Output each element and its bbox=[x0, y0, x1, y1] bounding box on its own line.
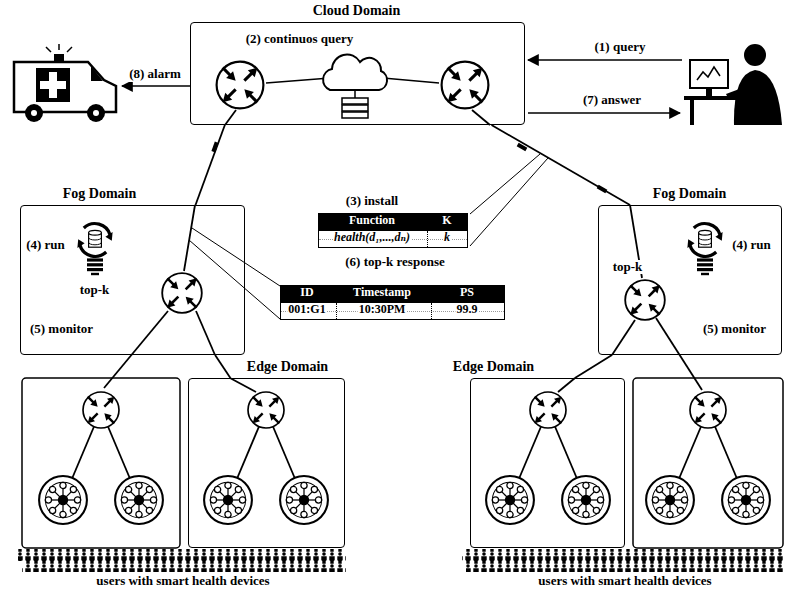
node-text: 001:G1 bbox=[287, 303, 326, 317]
fog-domain: Fog Domain(4) runtop-k(5) monitor bbox=[598, 205, 782, 355]
connector bbox=[575, 355, 612, 378]
domain-heading: (3) install bbox=[345, 194, 399, 209]
node-text: 10:30PM bbox=[358, 303, 407, 317]
answer-label: (7) answer bbox=[581, 93, 643, 108]
connector bbox=[492, 125, 631, 205]
domain-heading: Fog Domain bbox=[652, 186, 728, 202]
domain-heading: (6) top-k response bbox=[344, 255, 445, 270]
node-text: k bbox=[443, 231, 451, 245]
node-text: (2) continuos query bbox=[245, 32, 355, 47]
operator bbox=[684, 44, 782, 125]
node-text: (4) run bbox=[731, 238, 772, 253]
table-column-line bbox=[431, 303, 432, 319]
fog-domain: Fog Domain(4) runtop-k(5) monitor bbox=[20, 205, 245, 355]
query-label: (1) query bbox=[593, 40, 648, 55]
node-text: Timestamp bbox=[352, 286, 412, 300]
users-label: users with smart health devices bbox=[536, 574, 713, 589]
table-column-line bbox=[427, 231, 428, 247]
alarm-label: (8) alarm bbox=[127, 67, 183, 82]
connector bbox=[215, 355, 230, 378]
cloud-domain: Cloud Domain(2) continuos query bbox=[190, 22, 525, 125]
table-column-line bbox=[336, 303, 337, 319]
node-text: Function bbox=[348, 214, 396, 228]
node-text: (5) monitor bbox=[29, 322, 94, 337]
node-text: 99.9 bbox=[456, 303, 479, 317]
edge-domain: Edge Domain bbox=[470, 378, 625, 548]
connector bbox=[196, 125, 225, 205]
node-text: health(d₁,...,dₙ) bbox=[333, 231, 411, 245]
node-text: (4) run bbox=[25, 238, 66, 253]
install-table: (3) installFunctionKhealth(d₁,...,dₙ)k bbox=[318, 213, 468, 248]
node-text: K bbox=[441, 214, 452, 228]
users-label: users with smart health devices bbox=[94, 574, 271, 589]
node-text: top-k bbox=[612, 260, 644, 275]
node-text: ID bbox=[299, 286, 314, 300]
domain-heading: Fog Domain bbox=[62, 186, 138, 202]
response-table: (6) top-k responseIDTimestampPS001:G110:… bbox=[280, 285, 505, 320]
node-text: PS bbox=[459, 286, 475, 300]
ambulance bbox=[14, 44, 116, 122]
node-text: top-k bbox=[79, 283, 111, 298]
domain-heading: Cloud Domain bbox=[312, 3, 402, 19]
node-text: (5) monitor bbox=[702, 322, 767, 337]
edge-domain: Edge Domain bbox=[188, 378, 345, 548]
domain-heading: Edge Domain bbox=[452, 359, 535, 375]
domain-heading: Edge Domain bbox=[246, 359, 329, 375]
